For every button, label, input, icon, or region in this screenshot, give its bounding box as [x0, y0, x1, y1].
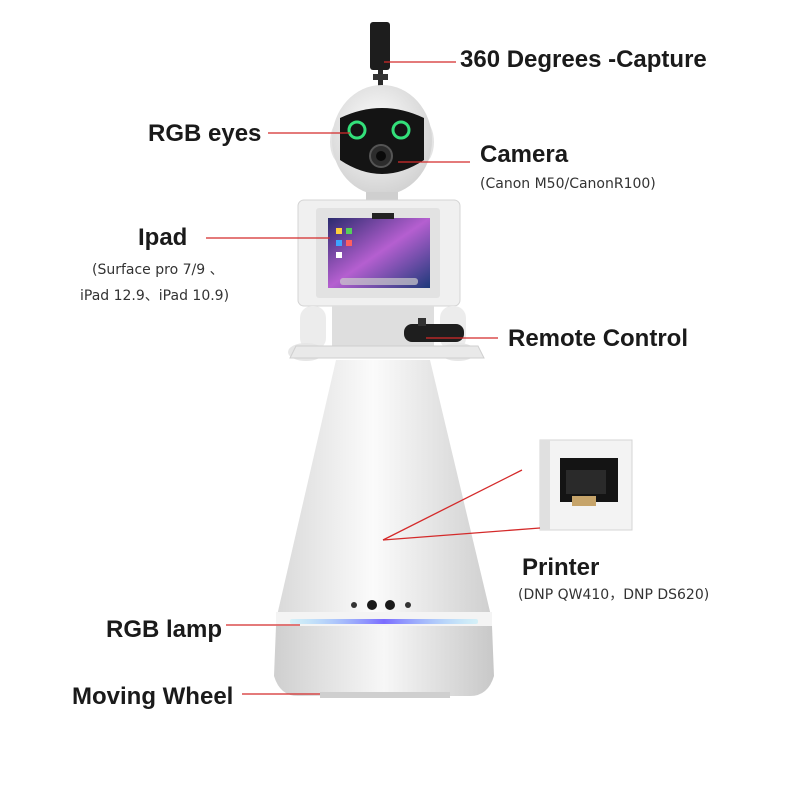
- sensor-dot: [367, 600, 377, 610]
- robot-head: [330, 85, 434, 195]
- rgb-eye-right: [391, 120, 411, 140]
- label-capture: 360 Degrees -Capture: [460, 46, 707, 73]
- sensor-dot: [385, 600, 395, 610]
- ipad-frame: [297, 199, 461, 307]
- label-camera-models: (Canon M50/CanonR100): [480, 176, 656, 192]
- robot-tray: [289, 345, 485, 359]
- label-camera: Camera: [480, 141, 569, 168]
- ipad-screen: [328, 218, 430, 288]
- label-printer: Printer: [522, 554, 600, 581]
- rgb-eye-left: [347, 120, 367, 140]
- label-rgb-eyes: RGB eyes: [148, 120, 262, 147]
- leader-printer-1: [382, 469, 523, 541]
- leader-printer-2: [382, 527, 541, 541]
- label-ipad-models-2: iPad 12.9、iPad 10.9): [80, 288, 230, 304]
- rgb-lamp-strip: [290, 619, 478, 624]
- label-rgb-lamp: RGB lamp: [106, 616, 223, 643]
- robot-base: [274, 626, 494, 696]
- label-printer-models: (DNP QW410，DNP DS620): [518, 587, 710, 603]
- sensor-dot: [405, 602, 411, 608]
- capture-camera: [370, 22, 390, 92]
- label-ipad: Ipad: [138, 224, 188, 251]
- sensor-dot: [351, 602, 357, 608]
- leader-lines: [206, 61, 541, 695]
- label-remote-control: Remote Control: [508, 325, 688, 352]
- label-ipad-models-1: (Surface pro 7/9 、: [92, 262, 224, 278]
- label-moving-wheel: Moving Wheel: [72, 683, 234, 710]
- printer-inset: [539, 439, 633, 531]
- robot-cone-body: [276, 360, 492, 620]
